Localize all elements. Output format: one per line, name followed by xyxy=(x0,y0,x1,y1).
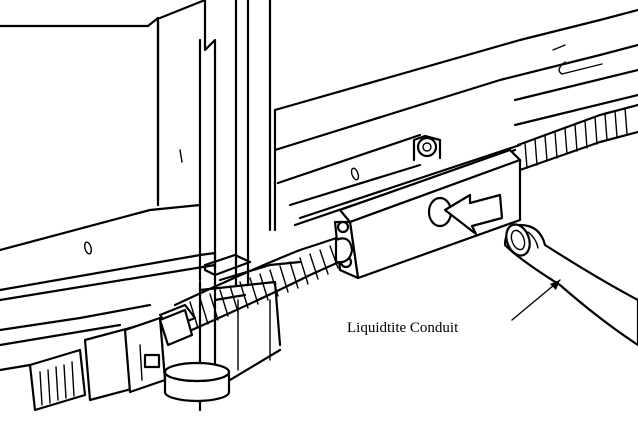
conduit-clamp xyxy=(158,308,194,347)
upper-chassis-rail xyxy=(273,8,638,232)
leveling-foot xyxy=(163,361,231,403)
callout-leader xyxy=(511,279,561,321)
left-cabinet-panel xyxy=(0,16,183,207)
insertion-arrow xyxy=(443,193,504,236)
mount-bracket xyxy=(412,134,442,162)
flex-conduit-left xyxy=(173,233,350,335)
junction-box xyxy=(333,148,522,280)
flex-conduit-right xyxy=(516,103,638,172)
liquidtite-conduit xyxy=(503,223,638,347)
vertical-support-posts xyxy=(158,0,272,412)
liquidtite-conduit-label: Liquidtite Conduit xyxy=(347,320,459,336)
